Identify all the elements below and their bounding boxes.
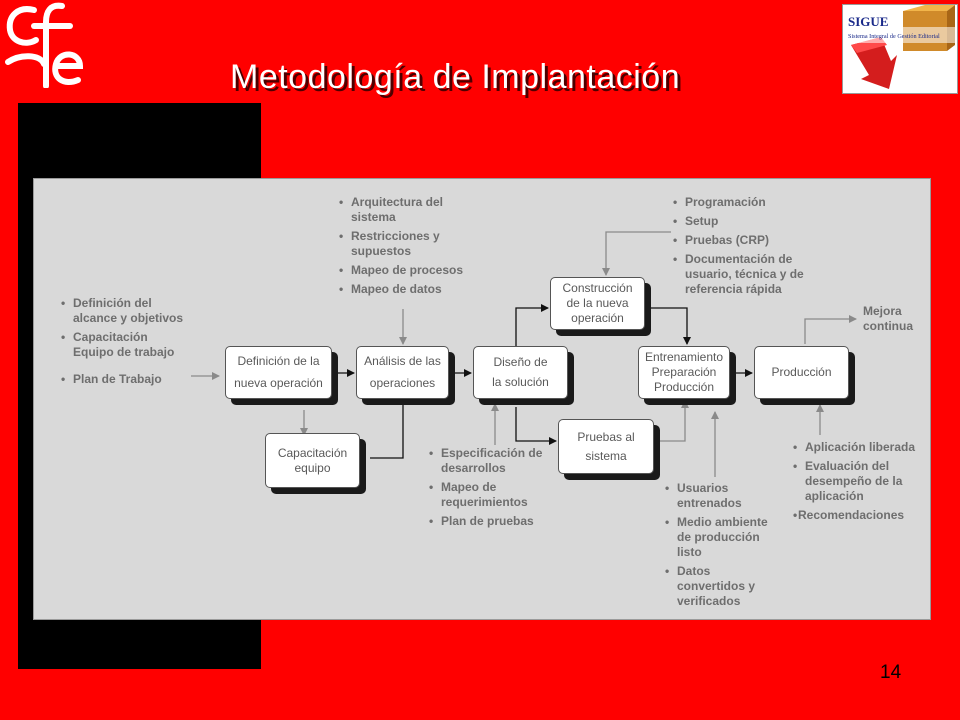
list-item: Mapeo de datos [339,282,484,297]
arrow-diseno-pruebas [515,407,557,445]
list-arquitectura: Arquitectura del sistema Restricciones y… [339,195,484,301]
box-line: nueva operación [234,376,323,390]
box-line: Diseño de [493,355,548,369]
arrow-programacion-construccion [602,231,671,276]
box-diseno-solucion: Diseño de la solución [473,346,568,399]
sigue-logo-name: SIGUE [848,14,888,29]
box-analisis-operaciones: Análisis de las operaciones [356,346,449,399]
cfe-logo-text: cfe [4,2,6,3]
arrow-capacitacion-analisis [370,389,407,459]
list-item: Restricciones y supuestos [339,229,461,259]
list-usuarios: Usuarios entrenados Medio ambiente de pr… [665,481,780,613]
box-pruebas-sistema: Pruebas al sistema [558,419,654,474]
box-line: Pruebas al [577,429,635,444]
methodology-diagram: Definición del alcance y objetivos Capac… [33,178,931,620]
arrow-construccion-entrenamiento [647,307,691,345]
list-item: Setup [673,214,823,229]
list-programacion: Programación Setup Pruebas (CRP) Documen… [673,195,823,301]
list-item: Arquitectura del sistema [339,195,461,225]
list-definicion-alcance: Definición del alcance y objetivos Capac… [61,296,191,391]
list-item: Programación [673,195,823,210]
box-line: Análisis de las [364,354,441,368]
box-line: de la nueva [566,296,629,310]
list-item: Especificación de desarrollos [429,446,564,476]
box-line: Entrenamiento [644,350,724,364]
box-definicion-nueva-operacion: Definición de la nueva operación [225,346,332,399]
box-line: sistema [585,448,627,463]
box-line: Construcción [562,281,633,295]
diagram-connectors [191,231,857,477]
list-item: Plan de Trabajo [61,372,191,387]
box-line: Producción [771,365,832,379]
arrow-produccion-mejora [804,315,857,344]
box-line: equipo [294,460,331,475]
box-line: Producción [653,380,715,394]
list-item: Mapeo de procesos [339,263,484,278]
list-item: Datos convertidos y verificados [665,564,780,609]
list-item: Usuarios entrenados [665,481,780,511]
note-mejora-continua: Mejora continua [863,304,913,333]
box-line: Preparación [651,365,717,379]
list-item: Capacitación Equipo de trabajo [61,330,191,360]
list-item: Recomendaciones [793,508,923,523]
page-number: 14 [880,662,902,683]
list-especificacion: Especificación de desarrollos Mapeo de r… [429,446,564,533]
box-produccion: Producción [754,346,849,399]
cfe-logo: cfe [4,2,84,88]
list-item: Documentación de usuario, técnica y de r… [673,252,823,297]
list-item: Aplicación liberada [793,440,923,455]
box-line: la solución [492,375,549,389]
sigue-logo: SIGUE Sistema Integral de Gestión Editor… [842,4,958,94]
list-item: Mapeo de requerimientos [429,480,564,510]
box-line: Capacitación [277,445,348,460]
list-item: Plan de pruebas [429,514,564,529]
arrow-pruebas-entrenamiento [654,400,689,442]
page-title: Metodología de Implantación [230,58,681,96]
list-item: Pruebas (CRP) [673,233,823,248]
box-line: Definición de la [237,354,320,368]
list-item: Definición del alcance y objetivos [61,296,191,326]
box-line: operación [571,311,624,325]
box-line: operaciones [369,376,436,390]
list-item: Evaluación del desempeño de la aplicació… [793,459,923,504]
list-item: Medio ambiente de producción listo [665,515,780,560]
list-aplicacion: Aplicación liberada Evaluación del desem… [793,440,923,527]
sigue-logo-subtitle: Sistema Integral de Gestión Editorial [848,33,940,40]
